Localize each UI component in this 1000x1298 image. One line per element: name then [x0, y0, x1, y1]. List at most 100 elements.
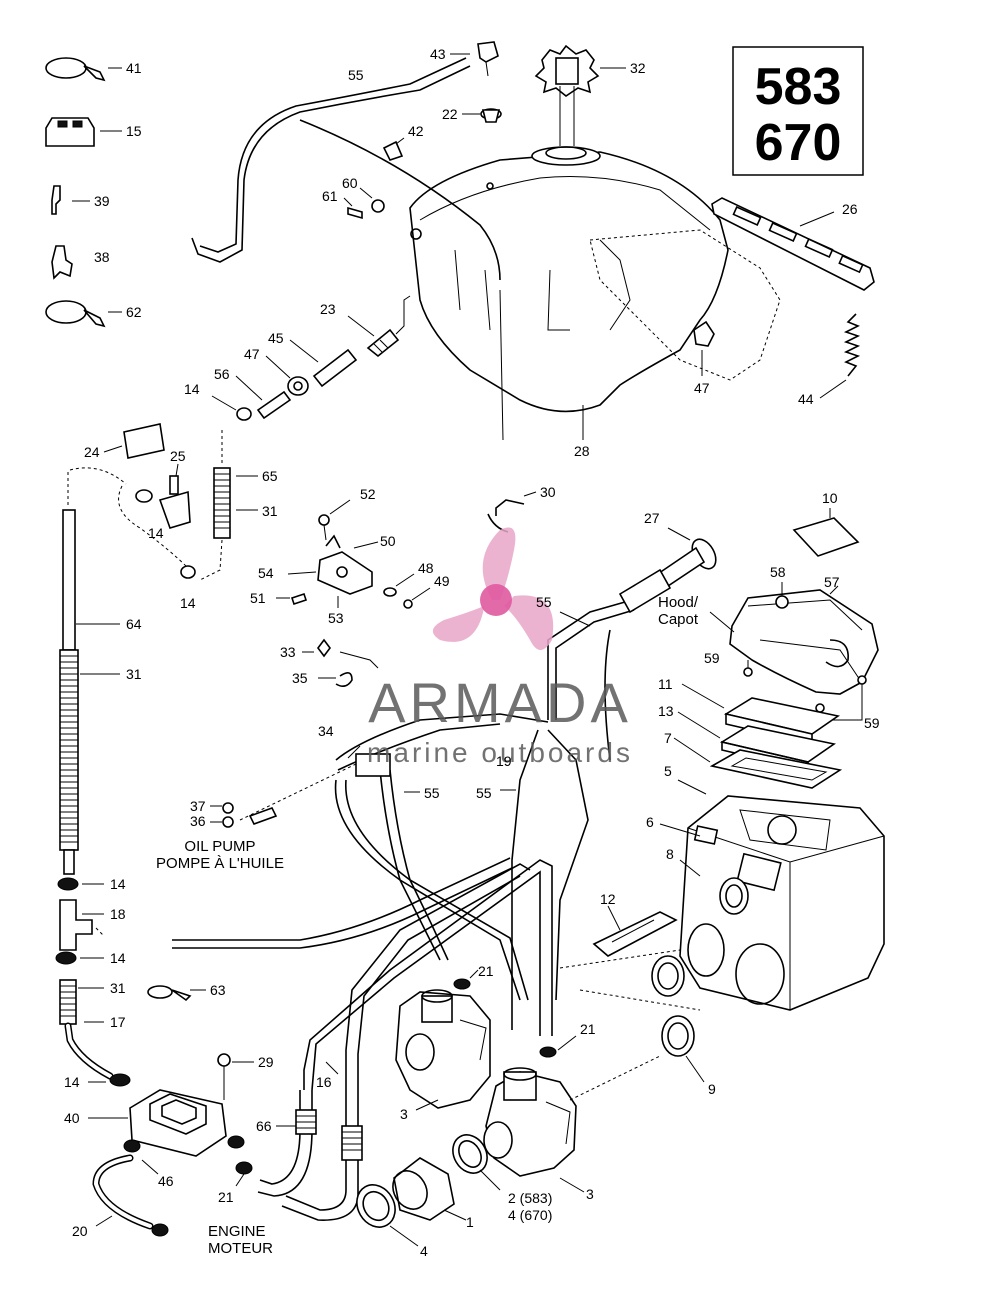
- callout-5: 5: [664, 763, 672, 779]
- fuel-pump-40: [88, 1073, 253, 1237]
- clip-42: [382, 137, 405, 161]
- callout-3-right: 3: [586, 1186, 594, 1202]
- clamp-30: [487, 491, 537, 533]
- caption-oil-pump: OIL PUMP: [184, 838, 255, 855]
- callout-21-pump: 21: [218, 1189, 234, 1205]
- callout-14-tank: 14: [184, 381, 200, 397]
- caption-capot: Capot: [658, 611, 699, 628]
- screw-29: [217, 1053, 254, 1100]
- callout-labels: 41 15 39 38 62 43 55 22 42 32 60 61 26 2…: [64, 46, 880, 1259]
- plate-12: [592, 905, 678, 957]
- intake-boot-1: [392, 1157, 467, 1221]
- callout-37: 37: [190, 798, 206, 814]
- callout-14-tee-bottom: 14: [110, 950, 126, 966]
- spring-44: [819, 313, 861, 399]
- callout-55-oil-left: 55: [424, 785, 440, 801]
- callout-28: 28: [574, 443, 590, 459]
- callout-24: 24: [84, 444, 100, 460]
- connector-15: [45, 117, 122, 147]
- callout-63: 63: [210, 982, 226, 998]
- vent-line-55-top: [191, 57, 501, 281]
- carburetor-3-left: [395, 969, 491, 1111]
- fitting-56: [235, 375, 292, 420]
- fastener-60-61: [343, 187, 385, 220]
- callout-32: 32: [630, 60, 646, 76]
- callout-61: 61: [322, 188, 338, 204]
- callout-49: 49: [434, 573, 450, 589]
- callout-33: 33: [280, 644, 296, 660]
- callout-39: 39: [94, 193, 110, 209]
- collar-8: [719, 877, 749, 915]
- fuel-tank-28: [409, 146, 781, 441]
- callout-45: 45: [268, 330, 284, 346]
- clip-35: [318, 672, 353, 688]
- filler-cap-32: [534, 44, 626, 146]
- callout-62: 62: [126, 304, 142, 320]
- callout-14-tee-top: 14: [110, 876, 126, 892]
- callout-57: 57: [824, 574, 840, 590]
- caption-hood: Hood/: [658, 594, 699, 611]
- callout-30: 30: [540, 484, 556, 500]
- callout-11: 11: [658, 676, 673, 692]
- model-box: 583 670: [732, 46, 864, 176]
- callout-4: 4: [420, 1243, 428, 1259]
- callout-8: 8: [666, 846, 674, 862]
- callout-66: 66: [256, 1118, 272, 1134]
- carburetor-3-right: [483, 1035, 661, 1193]
- collar-9b: [661, 1015, 705, 1083]
- washer-48-49: [383, 573, 431, 609]
- model-number-670: 670: [755, 114, 842, 172]
- fitting-43: [450, 41, 499, 77]
- callout-53: 53: [328, 610, 344, 626]
- callout-20: 20: [72, 1223, 88, 1239]
- callout-40: 40: [64, 1110, 80, 1126]
- callout-36: 36: [190, 813, 206, 829]
- callout-58: 58: [770, 564, 786, 580]
- callout-31-tee: 31: [110, 980, 126, 996]
- armada-watermark: ARMADA marine outboards: [367, 527, 633, 768]
- callout-14-lower: 14: [180, 595, 196, 611]
- callout-54: 54: [258, 565, 274, 581]
- watermark-title: ARMADA: [368, 671, 632, 734]
- callout-21-carb-right: 21: [580, 1021, 596, 1037]
- airbox-5: [559, 779, 885, 1011]
- callout-23: 23: [320, 301, 336, 317]
- watermark-subtitle: marine outboards: [367, 737, 633, 768]
- callout-10: 10: [822, 490, 838, 506]
- callout-50: 50: [380, 533, 396, 549]
- caption-engine: ENGINE: [208, 1223, 266, 1240]
- terminal-39: [51, 185, 90, 215]
- caption-part2-583: 2 (583): [508, 1190, 552, 1206]
- callout-15: 15: [126, 123, 142, 139]
- hose-66: [257, 859, 553, 1197]
- callout-43: 43: [430, 46, 446, 62]
- callout-14-valve: 14: [148, 525, 164, 541]
- callout-55-mid: 55: [536, 594, 552, 610]
- fuel-line-64: [59, 467, 127, 875]
- callout-64: 64: [126, 616, 142, 632]
- primer-27: [618, 527, 717, 614]
- callout-34: 34: [318, 723, 334, 739]
- callout-47-right: 47: [694, 380, 710, 396]
- callout-9: 9: [708, 1081, 716, 1097]
- callout-59-right: 59: [864, 715, 880, 731]
- clamp-62: [45, 300, 122, 328]
- clip-63: [147, 985, 206, 1002]
- grommet-22: [462, 108, 502, 123]
- bracket-26: [711, 197, 875, 291]
- model-number-583: 583: [755, 58, 842, 116]
- hose-45: [289, 339, 358, 388]
- callout-44: 44: [798, 391, 814, 407]
- callout-22: 22: [442, 106, 458, 122]
- caption-moteur: MOTEUR: [208, 1240, 273, 1257]
- callout-29: 29: [258, 1054, 274, 1070]
- callout-47-left: 47: [244, 346, 260, 362]
- callout-25: 25: [170, 448, 186, 464]
- cable-fitting-33: [302, 638, 379, 669]
- callout-65: 65: [262, 468, 278, 484]
- grommet-47-right: [693, 320, 715, 376]
- callout-6: 6: [646, 814, 654, 830]
- callout-55-top: 55: [348, 67, 364, 83]
- callout-7: 7: [664, 730, 672, 746]
